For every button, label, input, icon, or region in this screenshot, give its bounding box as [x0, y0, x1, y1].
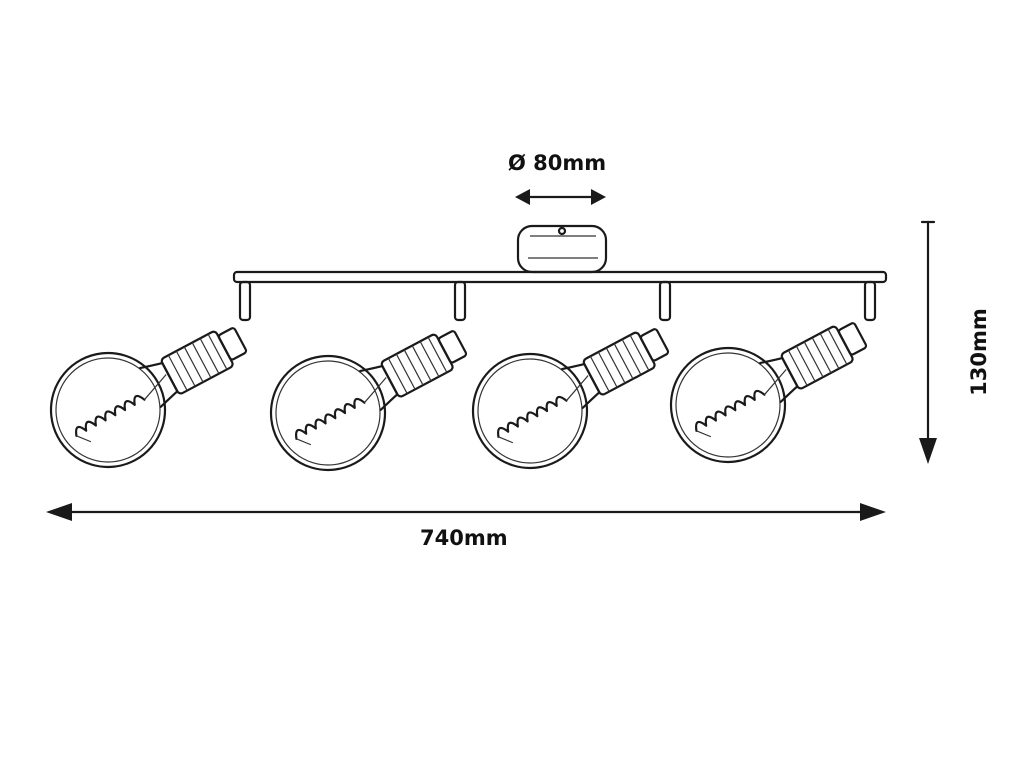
diameter-arrow	[515, 189, 606, 205]
bulb-fixture	[269, 280, 468, 472]
height-label: 130mm	[967, 308, 991, 396]
width-label: 740mm	[420, 526, 508, 550]
width-arrow	[46, 503, 886, 521]
bulb-fixture	[669, 280, 877, 464]
main-bar	[232, 270, 888, 284]
ceiling-canopy	[516, 224, 608, 274]
diameter-label: Ø 80mm	[508, 151, 607, 175]
bulb-fixture	[49, 280, 252, 469]
bulb-group	[49, 280, 877, 472]
bulb-fixture	[471, 280, 672, 470]
height-arrow	[919, 220, 937, 464]
